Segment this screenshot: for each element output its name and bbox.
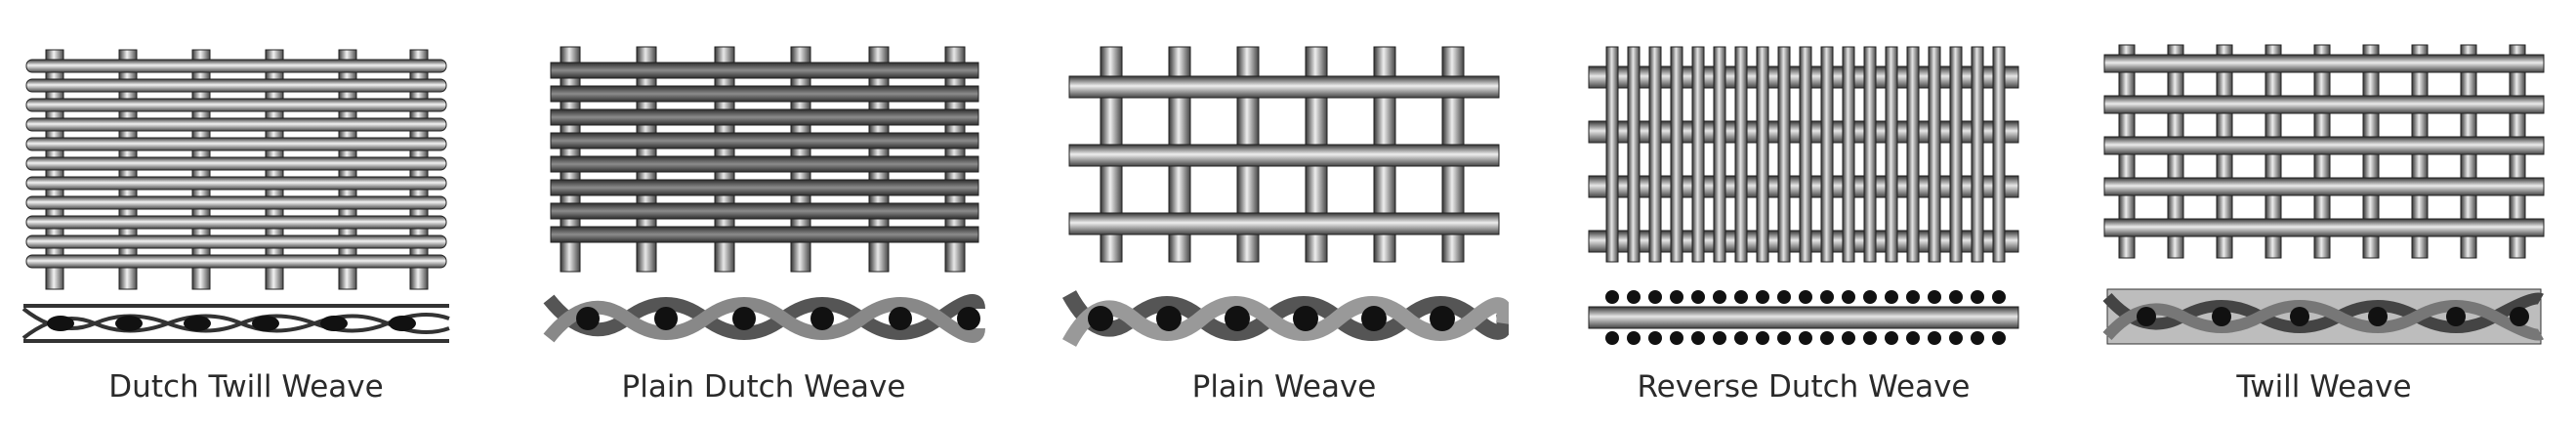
weft-wires — [550, 62, 979, 243]
weave-caption: Twill Weave — [2236, 369, 2412, 405]
weave-plain-dutch: Plain Dutch Weave — [539, 0, 988, 426]
cross-section — [21, 304, 450, 343]
plain-weave-illustration — [1061, 46, 1509, 347]
weave-caption: Dutch Twill Weave — [108, 369, 384, 405]
weave-reverse-dutch: Reverse Dutch Weave — [1579, 0, 2028, 426]
weft-wires — [25, 59, 447, 269]
warp-wires — [1605, 46, 2006, 263]
twill-weave-illustration — [2102, 44, 2545, 345]
weave-caption: Plain Weave — [1191, 369, 1377, 405]
cross-section — [1588, 290, 2019, 345]
weave-caption: Reverse Dutch Weave — [1637, 369, 1971, 405]
weave-dutch-twill: Dutch Twill Weave — [21, 0, 471, 426]
weft-wires — [2103, 54, 2545, 237]
weave-twill: Twill Weave — [2099, 0, 2549, 426]
weave-caption: Plain Dutch Weave — [621, 369, 906, 405]
cross-section — [2102, 288, 2544, 345]
cross-section — [543, 294, 985, 343]
reverse-dutch-weave-illustration — [1588, 46, 2019, 345]
cross-section — [1061, 290, 1509, 347]
plain-dutch-weave-illustration — [543, 46, 985, 343]
weave-plain: Plain Weave — [1059, 0, 1509, 426]
dutch-twill-weave-illustration — [21, 49, 450, 343]
weft-wires — [1068, 75, 1500, 235]
